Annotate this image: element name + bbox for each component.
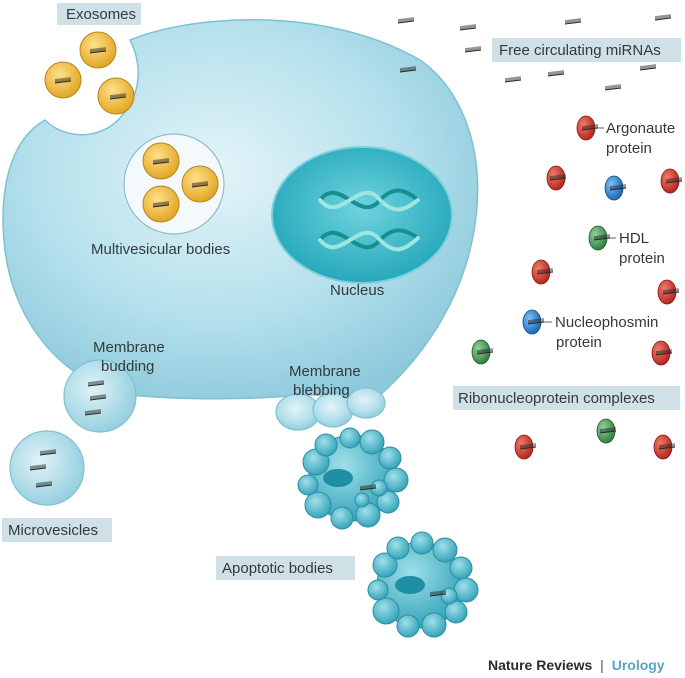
nucleus: [271, 146, 453, 284]
mirna-glyph: [89, 394, 107, 401]
section-name: Urology: [612, 657, 665, 673]
apoptotic-label: Apoptotic bodies: [222, 560, 333, 577]
cell-body: [2, 18, 479, 400]
mirna-glyph: [581, 124, 599, 131]
apoptotic-body-1: [297, 427, 409, 530]
argonaute-label-line2: protein: [606, 140, 652, 157]
nucleophosmin-proteins: [522, 175, 624, 335]
exosomes-label-box: [57, 3, 141, 25]
mirna-glyph: [464, 46, 482, 53]
mirna-glyph: [191, 181, 209, 188]
mirna-glyph: [152, 201, 170, 208]
journal-name: Nature Reviews: [488, 657, 592, 673]
mirna-glyph: [504, 76, 522, 83]
microvesicles-label-box: [2, 518, 112, 542]
mirna-layer: [29, 14, 683, 597]
mirna-glyph: [476, 348, 494, 355]
nucleus-label: Nucleus: [330, 282, 384, 299]
mirna-glyph: [654, 14, 672, 21]
mirna-glyph: [29, 464, 47, 471]
mirna-glyph: [359, 484, 377, 491]
mirna-glyph: [39, 449, 57, 456]
mirna-glyph: [599, 427, 617, 434]
hdl-label-line1: HDL: [619, 230, 649, 247]
mirna-glyph: [84, 409, 102, 416]
membrane-budding-label-line2: budding: [101, 358, 154, 375]
mirna-glyph: [609, 184, 627, 191]
hdl-label-line2: protein: [619, 250, 665, 267]
mirna-glyph: [549, 174, 567, 181]
dna-icon: [318, 188, 420, 252]
mirna-glyph: [665, 177, 683, 184]
nucleophosmin-label-line2: protein: [556, 334, 602, 351]
exosome-group: [44, 31, 219, 223]
mirna-glyph: [429, 590, 447, 597]
microvesicles-label: Microvesicles: [8, 522, 98, 539]
mirna-glyph: [639, 64, 657, 71]
mirna-glyph: [152, 158, 170, 165]
nucleophosmin-label-line1: Nucleophosmin: [555, 314, 658, 331]
apoptotic-body-2: [367, 531, 479, 638]
mirna-glyph: [655, 349, 673, 356]
mirna-glyph: [35, 481, 53, 488]
apoptotic-label-box: [216, 556, 355, 580]
mirna-glyph: [604, 84, 622, 91]
mirna-glyph: [109, 93, 127, 100]
free-circulating-label: Free circulating miRNAs: [499, 42, 661, 59]
argonaute-label-line1: Argonaute: [606, 120, 675, 137]
mirna-glyph: [54, 77, 72, 84]
free-circulating-label-box: [492, 38, 681, 62]
membrane-blebbing-label-line1: Membrane: [289, 363, 361, 380]
mirna-glyph: [459, 24, 477, 31]
mirna-glyph: [593, 234, 611, 241]
mirna-glyph: [89, 47, 107, 54]
mirna-glyph: [399, 66, 417, 73]
leader-lines: [542, 127, 616, 323]
mirna-glyph: [658, 443, 676, 450]
membrane-budding-label-line1: Membrane: [93, 339, 165, 356]
mirna-glyph: [662, 288, 680, 295]
mirna-glyph: [547, 70, 565, 77]
microvesicle: [9, 430, 85, 506]
ribonucleoprotein-label-box: [453, 386, 680, 410]
mirna-glyph: [87, 380, 105, 387]
mirna-glyph: [519, 443, 537, 450]
hdl-proteins: [471, 225, 616, 444]
mirna-glyph: [397, 17, 415, 24]
membrane-blebbing-label-line2: blebbing: [293, 382, 350, 399]
credit-separator: |: [600, 657, 604, 673]
multivesicular-label: Multivesicular bodies: [91, 241, 230, 258]
mirna-glyph: [536, 268, 554, 275]
journal-credit: Nature Reviews | Urology: [488, 657, 665, 673]
budding-vesicle: [63, 359, 137, 433]
mirna-glyph: [527, 318, 545, 325]
mirna-glyph: [564, 18, 582, 25]
exosomes-label: Exosomes: [66, 6, 136, 23]
membrane-blebs: [275, 387, 386, 431]
ribonucleoprotein-label: Ribonucleoprotein complexes: [458, 390, 655, 407]
